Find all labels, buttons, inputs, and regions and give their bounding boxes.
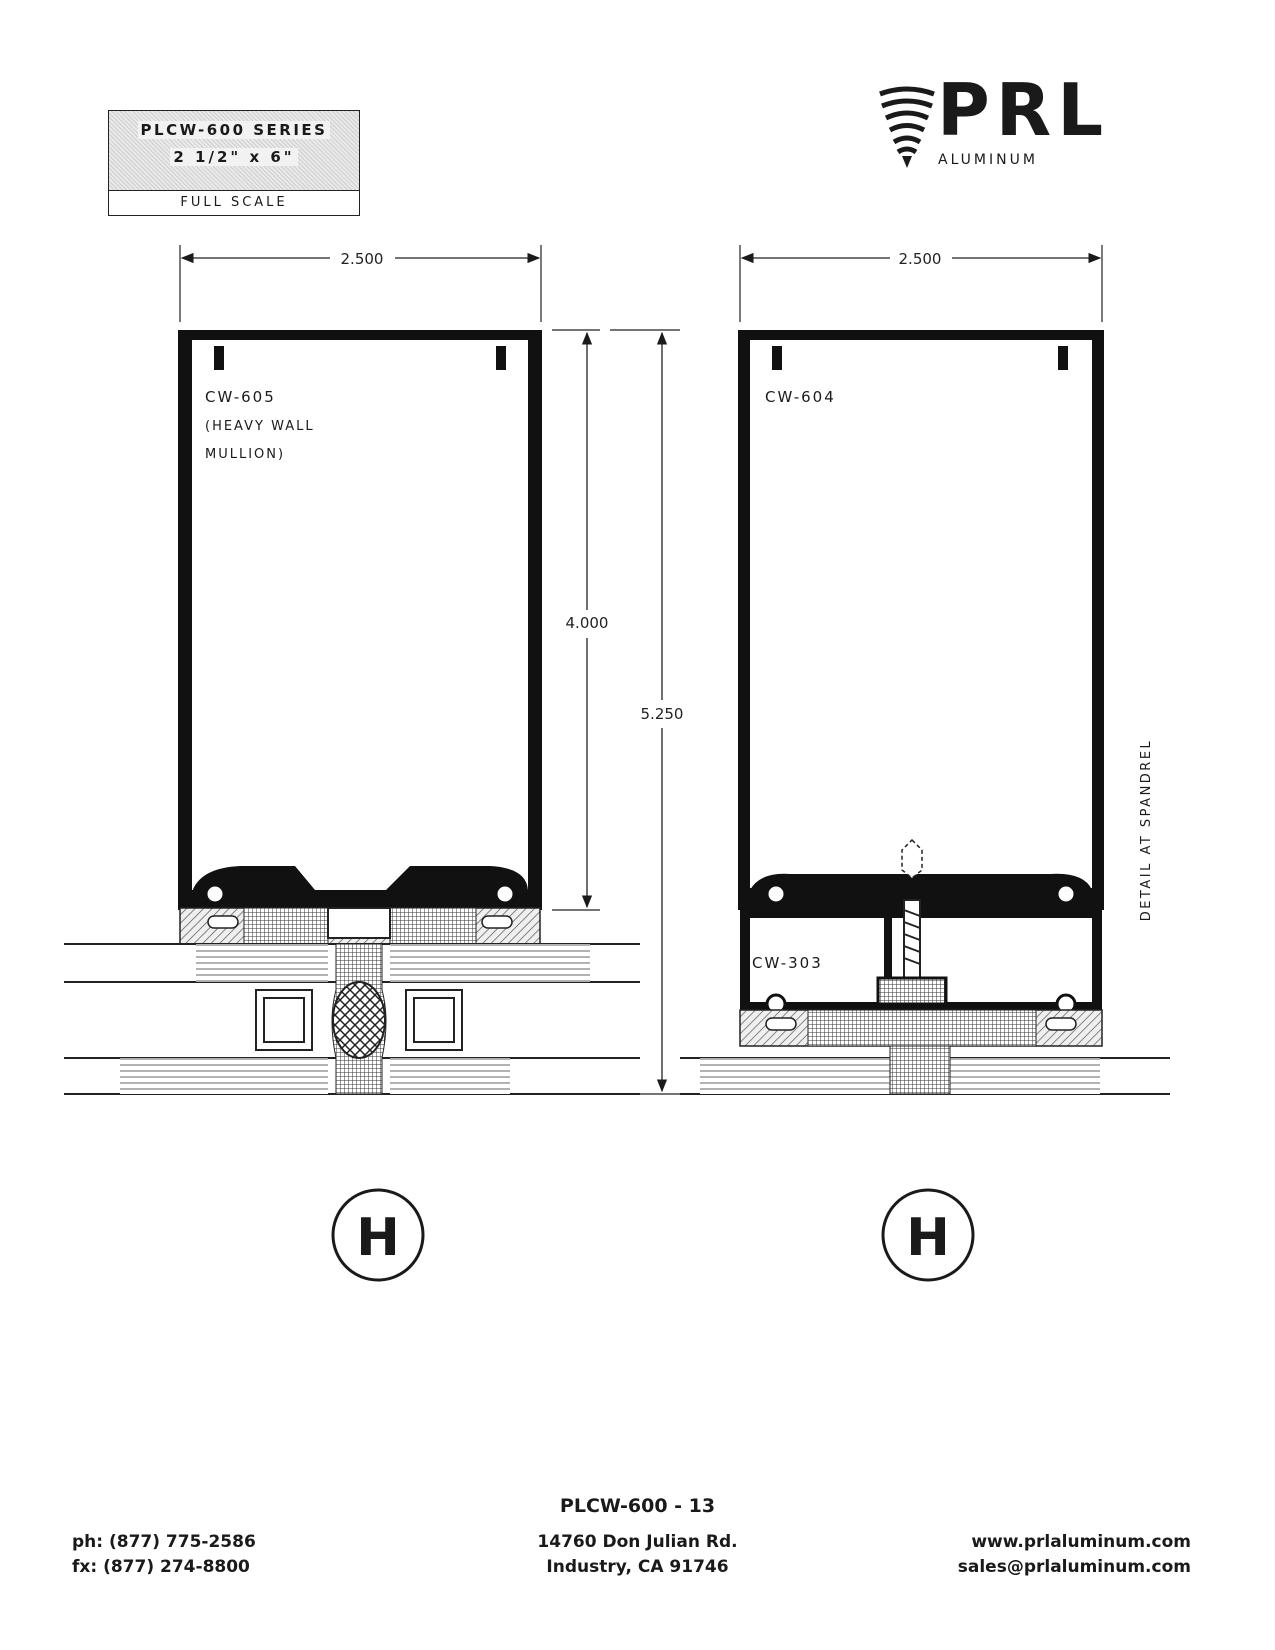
section-drawing: 2.500 CW-605 (HEAVY WALL MULLION) bbox=[64, 245, 1170, 1282]
cw605-note-line2: MULLION) bbox=[205, 447, 285, 462]
address-line2: Industry, CA 91746 bbox=[546, 1557, 729, 1577]
website-link[interactable]: www.prlaluminum.com bbox=[971, 1532, 1191, 1552]
right-width-dimension: 2.500 bbox=[899, 250, 942, 268]
right-section-marker: H bbox=[881, 1188, 975, 1282]
size-label: 2 1/2" x 6" bbox=[170, 148, 298, 166]
screw-logo-icon bbox=[879, 86, 935, 168]
fax-number: fx: (877) 274-8800 bbox=[72, 1557, 250, 1577]
title-block-hatch: PLCW-600 SERIES 2 1/2" x 6" bbox=[109, 111, 359, 191]
web-block: www.prlaluminum.com sales@prlaluminum.co… bbox=[958, 1530, 1191, 1580]
cw303-label: CW-303 bbox=[752, 954, 823, 972]
right-mullion-section: 2.500 CW-604 CW-303 DETAIL AT SPANDREL bbox=[680, 245, 1170, 1095]
cw605-label: CW-605 bbox=[205, 388, 276, 406]
overall-dimension: 5.250 bbox=[641, 705, 684, 723]
document-number: PLCW-600 - 13 bbox=[559, 1495, 716, 1517]
phone-number: ph: (877) 775-2586 bbox=[72, 1532, 256, 1552]
left-section-marker: H bbox=[331, 1188, 425, 1282]
address-block: 14760 Don Julian Rd. Industry, CA 91746 bbox=[0, 1530, 1275, 1580]
detail-label: DETAIL AT SPANDREL bbox=[1139, 739, 1154, 922]
left-marker-letter: H bbox=[356, 1208, 400, 1268]
left-mullion-section: 2.500 CW-605 (HEAVY WALL MULLION) bbox=[64, 245, 684, 1095]
right-marker-letter: H bbox=[906, 1208, 950, 1268]
contact-block: ph: (877) 775-2586 fx: (877) 274-8800 bbox=[72, 1530, 256, 1580]
scale-label: FULL SCALE bbox=[180, 195, 288, 210]
cw605-note-line1: (HEAVY WALL bbox=[205, 419, 315, 434]
depth-dimension: 4.000 bbox=[566, 614, 609, 632]
logo-wordmark: PRL bbox=[937, 68, 1110, 152]
title-block: PLCW-600 SERIES 2 1/2" x 6" FULL SCALE bbox=[108, 110, 360, 216]
left-width-dimension: 2.500 bbox=[341, 250, 384, 268]
logo-subtext: ALUMINUM bbox=[938, 152, 1038, 168]
series-label: PLCW-600 SERIES bbox=[137, 121, 331, 139]
cw604-label: CW-604 bbox=[765, 388, 836, 406]
email-link[interactable]: sales@prlaluminum.com bbox=[957, 1557, 1191, 1577]
address-line1: 14760 Don Julian Rd. bbox=[537, 1532, 738, 1552]
